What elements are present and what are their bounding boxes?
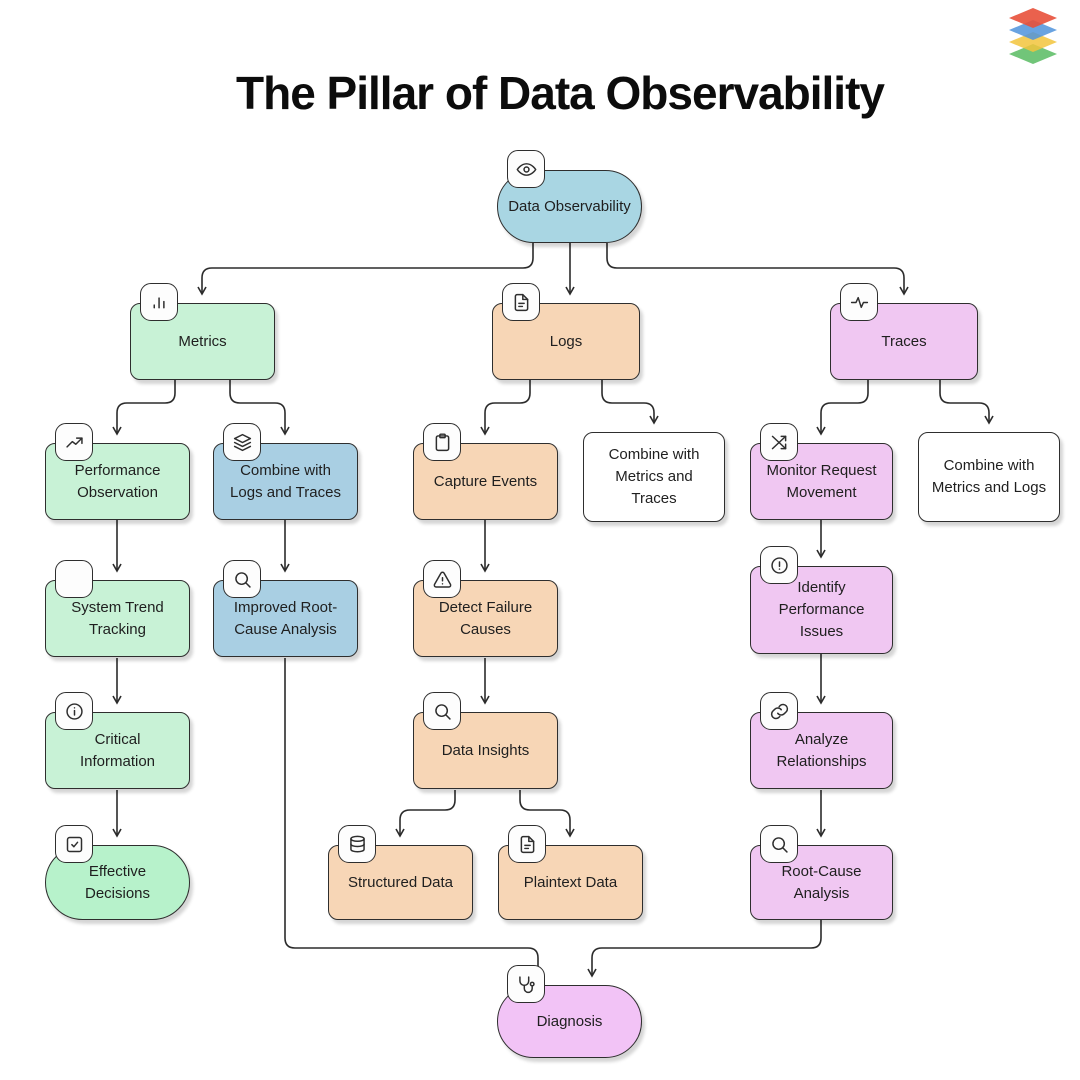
node-label: Structured Data bbox=[347, 873, 454, 891]
node-performance-observation[interactable]: Performance Observation bbox=[45, 423, 190, 520]
node-diagnosis[interactable]: Diagnosis bbox=[497, 965, 642, 1058]
page-title: The Pillar of Data Observability bbox=[236, 67, 885, 119]
node-traces[interactable]: Traces bbox=[830, 283, 978, 380]
edge-dataobs-metrics bbox=[197, 243, 534, 296]
database-icon bbox=[338, 825, 376, 863]
node-label: Root-Cause Analysis bbox=[781, 862, 862, 902]
node-combine-logs-traces[interactable]: Combine with Logs and Traces bbox=[213, 423, 358, 520]
node-label: Logs bbox=[549, 332, 583, 350]
node-identify-performance-issues[interactable]: Identify Performance Issues bbox=[750, 546, 893, 654]
node-label: Critical Information bbox=[79, 730, 156, 770]
edge-rootcause-diagnosis bbox=[587, 920, 822, 978]
alert-circle-icon bbox=[760, 546, 798, 584]
edge-traces-monitor bbox=[816, 380, 869, 436]
edge-logs-capture bbox=[480, 380, 531, 436]
node-combine-metrics-traces[interactable]: Combine with Metrics and Traces bbox=[583, 432, 725, 522]
node-effective-decisions[interactable]: Effective Decisions bbox=[45, 825, 190, 920]
node-system-trend-tracking[interactable]: System Trend Tracking bbox=[45, 560, 190, 657]
node-label: Diagnosis bbox=[536, 1012, 603, 1030]
layers-icon bbox=[223, 423, 261, 461]
link-icon bbox=[760, 692, 798, 730]
node-metrics[interactable]: Metrics bbox=[130, 283, 275, 380]
node-improved-root-cause-analysis[interactable]: Improved Root-Cause Analysis bbox=[213, 560, 358, 657]
clipboard-icon bbox=[423, 423, 461, 461]
node-label: Effective Decisions bbox=[84, 862, 151, 902]
activity-icon bbox=[840, 283, 878, 321]
node-label: Analyze Relationships bbox=[776, 730, 867, 770]
edge-traces-combine bbox=[939, 380, 994, 425]
node-label: Capture Events bbox=[433, 472, 538, 490]
node-monitor-request-movement[interactable]: Monitor Request Movement bbox=[750, 423, 893, 520]
layered-stack-logo bbox=[1009, 8, 1057, 64]
search-icon bbox=[223, 560, 261, 598]
alert-triangle-icon bbox=[423, 560, 461, 598]
node-label: Performance Observation bbox=[74, 461, 161, 501]
shuffle-icon bbox=[760, 423, 798, 461]
node-label: System Trend Tracking bbox=[71, 598, 164, 638]
node-label: Plaintext Data bbox=[523, 873, 618, 891]
node-label: Combine with Metrics and Traces bbox=[608, 446, 700, 507]
node-label: Monitor Request Movement bbox=[766, 461, 877, 501]
edge-logs-combine bbox=[601, 380, 659, 425]
check-square-icon bbox=[55, 825, 93, 863]
edge-insights-structured bbox=[395, 790, 456, 838]
node-root-cause-analysis[interactable]: Root-Cause Analysis bbox=[750, 825, 893, 920]
node-detect-failure-causes[interactable]: Detect Failure Causes bbox=[413, 560, 558, 657]
bar-chart-icon bbox=[140, 283, 178, 321]
node-label: Detect Failure Causes bbox=[438, 598, 533, 638]
file-text-icon bbox=[502, 283, 540, 321]
info-icon bbox=[55, 692, 93, 730]
blank-icon bbox=[55, 560, 93, 598]
node-label: Identify Performance Issues bbox=[778, 579, 865, 640]
search-icon bbox=[423, 692, 461, 730]
edge-improved-diagnosis bbox=[284, 658, 543, 978]
node-label: Traces bbox=[881, 332, 927, 350]
node-analyze-relationships[interactable]: Analyze Relationships bbox=[750, 692, 893, 789]
node-plaintext-data[interactable]: Plaintext Data bbox=[498, 825, 643, 920]
file-text-icon bbox=[508, 825, 546, 863]
node-data-observability[interactable]: Data Observability bbox=[497, 150, 642, 243]
search-icon bbox=[760, 825, 798, 863]
trending-up-icon bbox=[55, 423, 93, 461]
node-label: Data Insights bbox=[441, 741, 530, 759]
edge-metrics-perf bbox=[112, 380, 176, 436]
node-critical-information[interactable]: Critical Information bbox=[45, 692, 190, 789]
stethoscope-icon bbox=[507, 965, 545, 1003]
node-label: Combine with Metrics and Logs bbox=[931, 457, 1047, 496]
node-logs[interactable]: Logs bbox=[492, 283, 640, 380]
node-data-insights[interactable]: Data Insights bbox=[413, 692, 558, 789]
node-label: Metrics bbox=[178, 332, 227, 350]
node-combine-metrics-logs[interactable]: Combine with Metrics and Logs bbox=[918, 432, 1060, 522]
node-capture-events[interactable]: Capture Events bbox=[413, 423, 558, 520]
node-label: Improved Root-Cause Analysis bbox=[233, 598, 338, 638]
node-label: Combine with Logs and Traces bbox=[230, 461, 341, 501]
eye-icon bbox=[507, 150, 545, 188]
node-label: Data Observability bbox=[508, 197, 631, 215]
node-structured-data[interactable]: Structured Data bbox=[328, 825, 473, 920]
